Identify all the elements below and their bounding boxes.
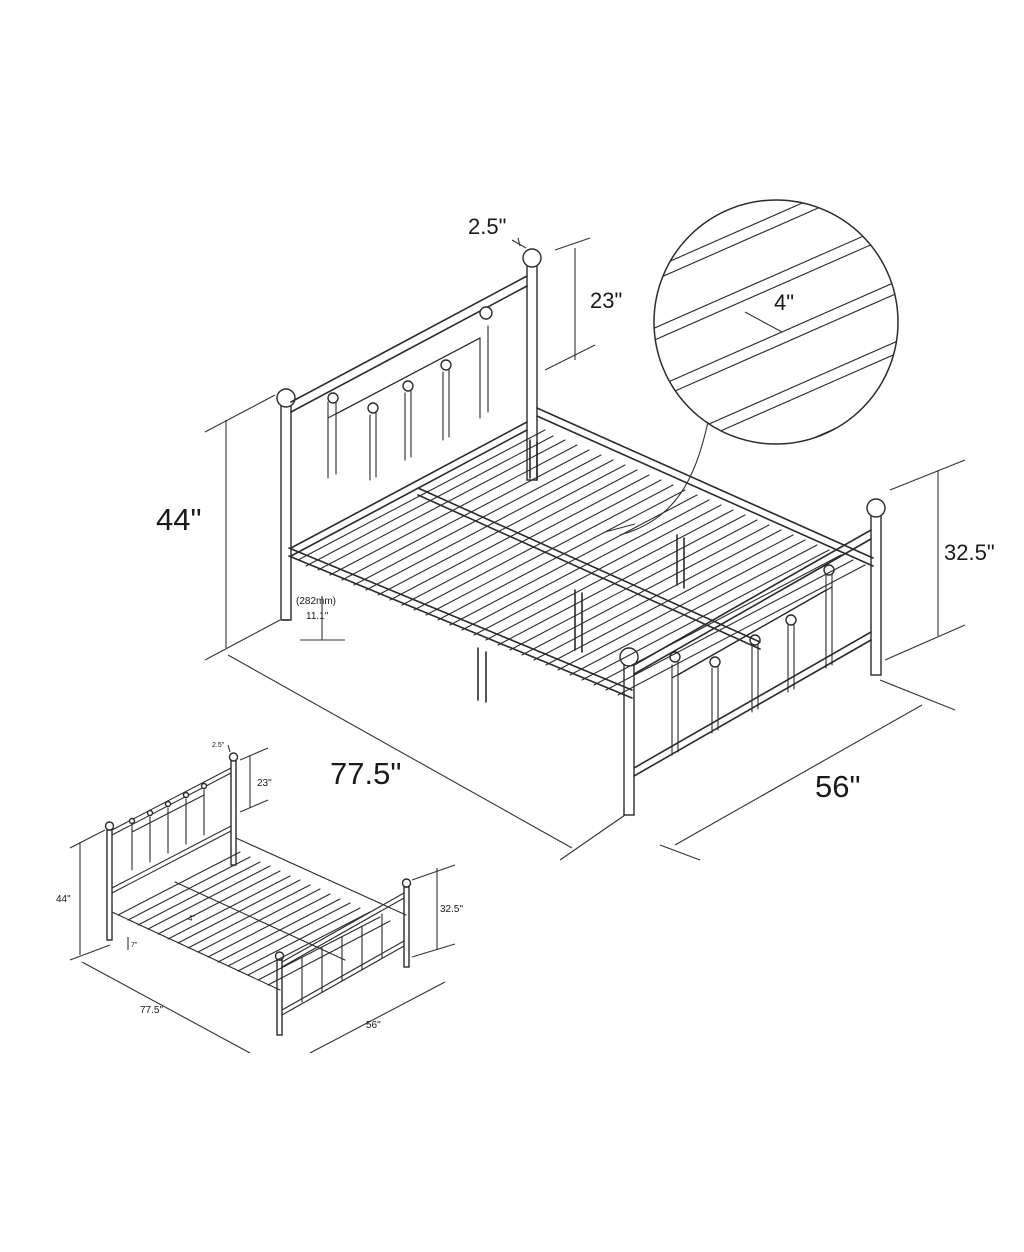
small-dimension-lines [69,744,456,1054]
small-clearance-label: 7" [131,942,138,949]
headboard-right-post [526,264,538,481]
large-length-label: 77.5" [330,756,401,791]
large-slats [297,429,866,696]
large-width-label: 56" [815,769,861,804]
large-dimension-lines [204,237,966,861]
large-finial-label: 2.5" [468,214,506,239]
small-length-label: 77.5" [140,1005,163,1016]
headboard-left-finial [276,388,296,408]
small-width-label: 56" [366,1020,381,1031]
small-height-label: 44" [56,894,71,905]
small-footboard-label: 32.5" [440,904,463,915]
large-clearance-mm-label: (282mm) [296,596,336,607]
large-footboard-label: 32.5" [944,540,995,565]
magnifier-circle [653,199,899,445]
large-clearance-in-label: 11.1" [306,611,329,622]
small-headboard-top-label: 23" [257,778,272,789]
small-slat-spacing-label: 4" [188,914,195,923]
large-height-label: 44" [156,502,202,537]
footboard-right-finial [866,498,886,518]
headboard-left-post [280,404,292,621]
small-bed-drawing [104,752,412,1036]
small-finial-label: 2.5" [212,742,225,749]
footboard-right-post [870,514,882,676]
large-slat-spacing-label: 4" [774,290,794,315]
headboard-right-finial [522,248,542,268]
large-bed-drawing [276,248,886,816]
slat-spacing-detail [653,199,899,445]
large-headboard-top-label: 23" [590,288,622,313]
